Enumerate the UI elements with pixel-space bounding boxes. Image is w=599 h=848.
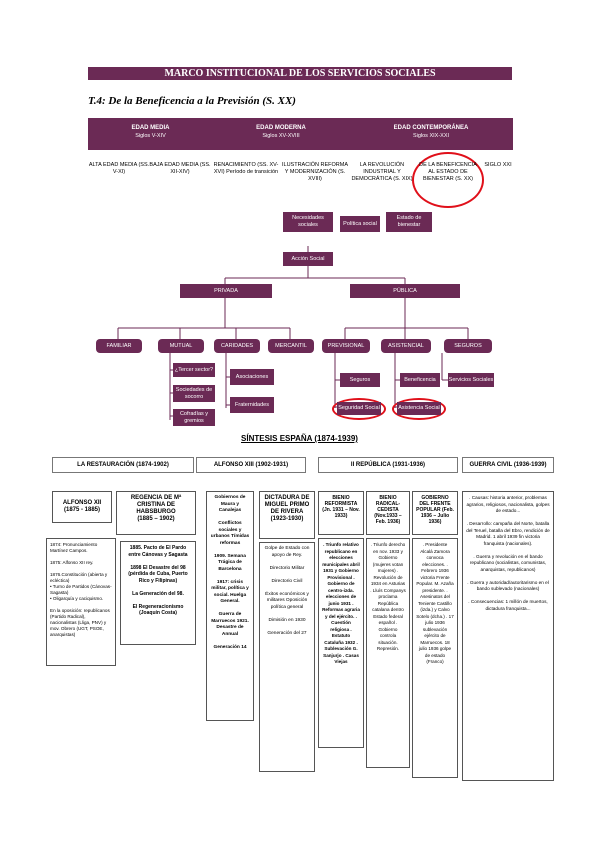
era-label: EDAD CONTEMPORÁNEA [393,125,469,131]
page-banner: MARCO INSTITUCIONAL DE LOS SERVICIOS SOC… [88,67,512,80]
page-subtitle: T.4: De la Beneficencia a la Previsión (… [88,95,296,107]
frente-popular-notes: . Presidente Alcalá Zamora convoca elecc… [412,538,458,778]
frente-popular-box: GOBIERNO DEL FRENTE POPULAR (Feb. 1936 –… [412,491,458,535]
header-ii-republica: II REPÚBLICA (1931-1936) [318,457,458,473]
node-accion-social: Acción Social [283,252,333,266]
node-cofradias-gremios: Cofradías y gremios [173,409,215,426]
node-caridades: CARIDADES [214,339,260,353]
regencia-notes: 1885. Pacto de El Pardo entre Cánovas y … [120,541,196,645]
era-label: EDAD MODERNA [256,125,306,131]
node-publica: PÚBLICA [350,284,460,298]
node-politica-social: Política social [340,216,380,232]
bienio-reformista-box: BIENIO REFORMISTA (Jn. 1931 – Nov. 1933) [318,491,364,535]
bienio-radical-notes: . Triunfo derecho en nov. 1933 y Gobiern… [366,538,410,768]
node-asistencia-social: Asistencia Social [397,402,441,415]
node-estado-bienestar: Estado de bienestar [386,212,432,232]
highlight-oval [392,398,446,420]
node-fraternidades: Fraternidades [230,397,274,413]
era-sub: Siglos XIX-XXI [412,133,450,139]
synthesis-title: SÍNTESIS ESPAÑA (1874-1939) [241,434,358,443]
header-guerra-civil: GUERRA CIVIL (1936-1939) [462,457,554,473]
highlight-oval [412,152,484,208]
era-edad-contemporanea: EDAD CONTEMPORÁNEA Siglos XIX-XXI [349,118,513,150]
period-alta-edad-media: ALTA EDAD MEDIA (SS. V-XI) [88,162,150,175]
highlight-oval [332,398,386,420]
node-familiar: FAMILIAR [96,339,142,353]
alfonso-xii-box: ALFONSO XII (1875 - 1885) [52,491,112,523]
regencia-title: REGENCIA DE Mª CRISTINA DE HABSBURGO (18… [130,495,182,522]
node-mutual: MUTUAL [158,339,204,353]
era-label: EDAD MEDIA [131,125,170,131]
regencia-box: REGENCIA DE Mª CRISTINA DE HABSBURGO (18… [116,491,196,535]
node-beneficencia: Beneficencia [400,373,440,387]
node-previsional: PREVISIONAL [322,339,370,353]
node-necesidades-sociales: Necesidades sociales [283,212,333,232]
tree-connectors [117,246,469,420]
dictadura-title: DICTADURA DE MIGUEL PRIMO DE RIVERA (192… [264,495,310,522]
node-tercer-sector: ¿Tercer sector? [173,363,215,377]
dictadura-box: DICTADURA DE MIGUEL PRIMO DE RIVERA (192… [259,491,315,539]
period-ilustracion: ILUSTRACIÓN REFORMA Y MODERNIZACIÓN (S. … [282,162,349,182]
node-asistencial: ASISTENCIAL [381,339,431,353]
period-revolucion-industrial: LA REVOLUCIÓN INDUSTRIAL Y DEMOCRÁTICA (… [351,162,413,182]
era-edad-moderna: EDAD MODERNA Siglos XV-XVIII [213,118,349,150]
period-beneficencia-bienestar: DE LA BENEFICENCIA AL ESTADO DE BIENESTA… [419,162,477,182]
node-asociaciones: Asociaciones [230,369,274,385]
frente-popular-title: GOBIERNO DEL FRENTE POPULAR (Feb. 1936 –… [416,495,454,525]
header-alfonso-xiii: ALFONSO XIII (1902-1931) [196,457,306,473]
node-seguridad-social: Seguridad Social [337,402,381,415]
alfonso-xiii-notes: Gobiernos de Maura y Canalejas Conflicto… [206,491,254,721]
era-edad-media: EDAD MEDIA Siglos V-XIV [88,118,213,150]
node-privada: PRIVADA [180,284,272,298]
bienio-radical-title: BIENIO RADICAL-CEDISTA (Nov.1933 – Feb. … [374,495,402,525]
bienio-reformista-notes: . Triunfo relativo republicano en elecci… [318,538,364,748]
node-mercantil: MERCANTIL [268,339,314,353]
node-servicios-sociales: Servicios Sociales [448,373,494,387]
period-siglo-xxi: SIGLO XXI [484,162,512,168]
bienio-reformista-title: BIENIO REFORMISTA (Jn. 1931 – Nov. 1933) [322,495,360,519]
period-baja-edad-media: BAJA EDAD MEDIA (SS. XII-XIV) [149,162,211,175]
guerra-civil-notes: . Causas: historia anterior, problemas a… [462,491,554,781]
alfonso-xii-title: ALFONSO XII (1875 - 1885) [62,500,102,513]
period-renacimiento: RENACIMIENTO (SS. XV-XVI) Período de tra… [213,162,279,175]
era-sub: Siglos XV-XVIII [262,133,300,139]
dictadura-notes: Golpe de Estado con apoyo de Rey. Direct… [259,542,315,772]
node-seguros-previsional: Seguros [340,373,380,387]
node-seguros: SEGUROS [444,339,492,353]
bienio-radical-box: BIENIO RADICAL-CEDISTA (Nov.1933 – Feb. … [366,491,410,535]
era-sub: Siglos V-XIV [135,133,166,139]
header-restauracion: LA RESTAURACIÓN (1874-1902) [52,457,194,473]
node-sociedades-socorro: Sociedades de socorro [173,385,215,402]
restauracion-notes: 1874: Pronunciamiento Martínez Campos. 1… [46,538,116,666]
